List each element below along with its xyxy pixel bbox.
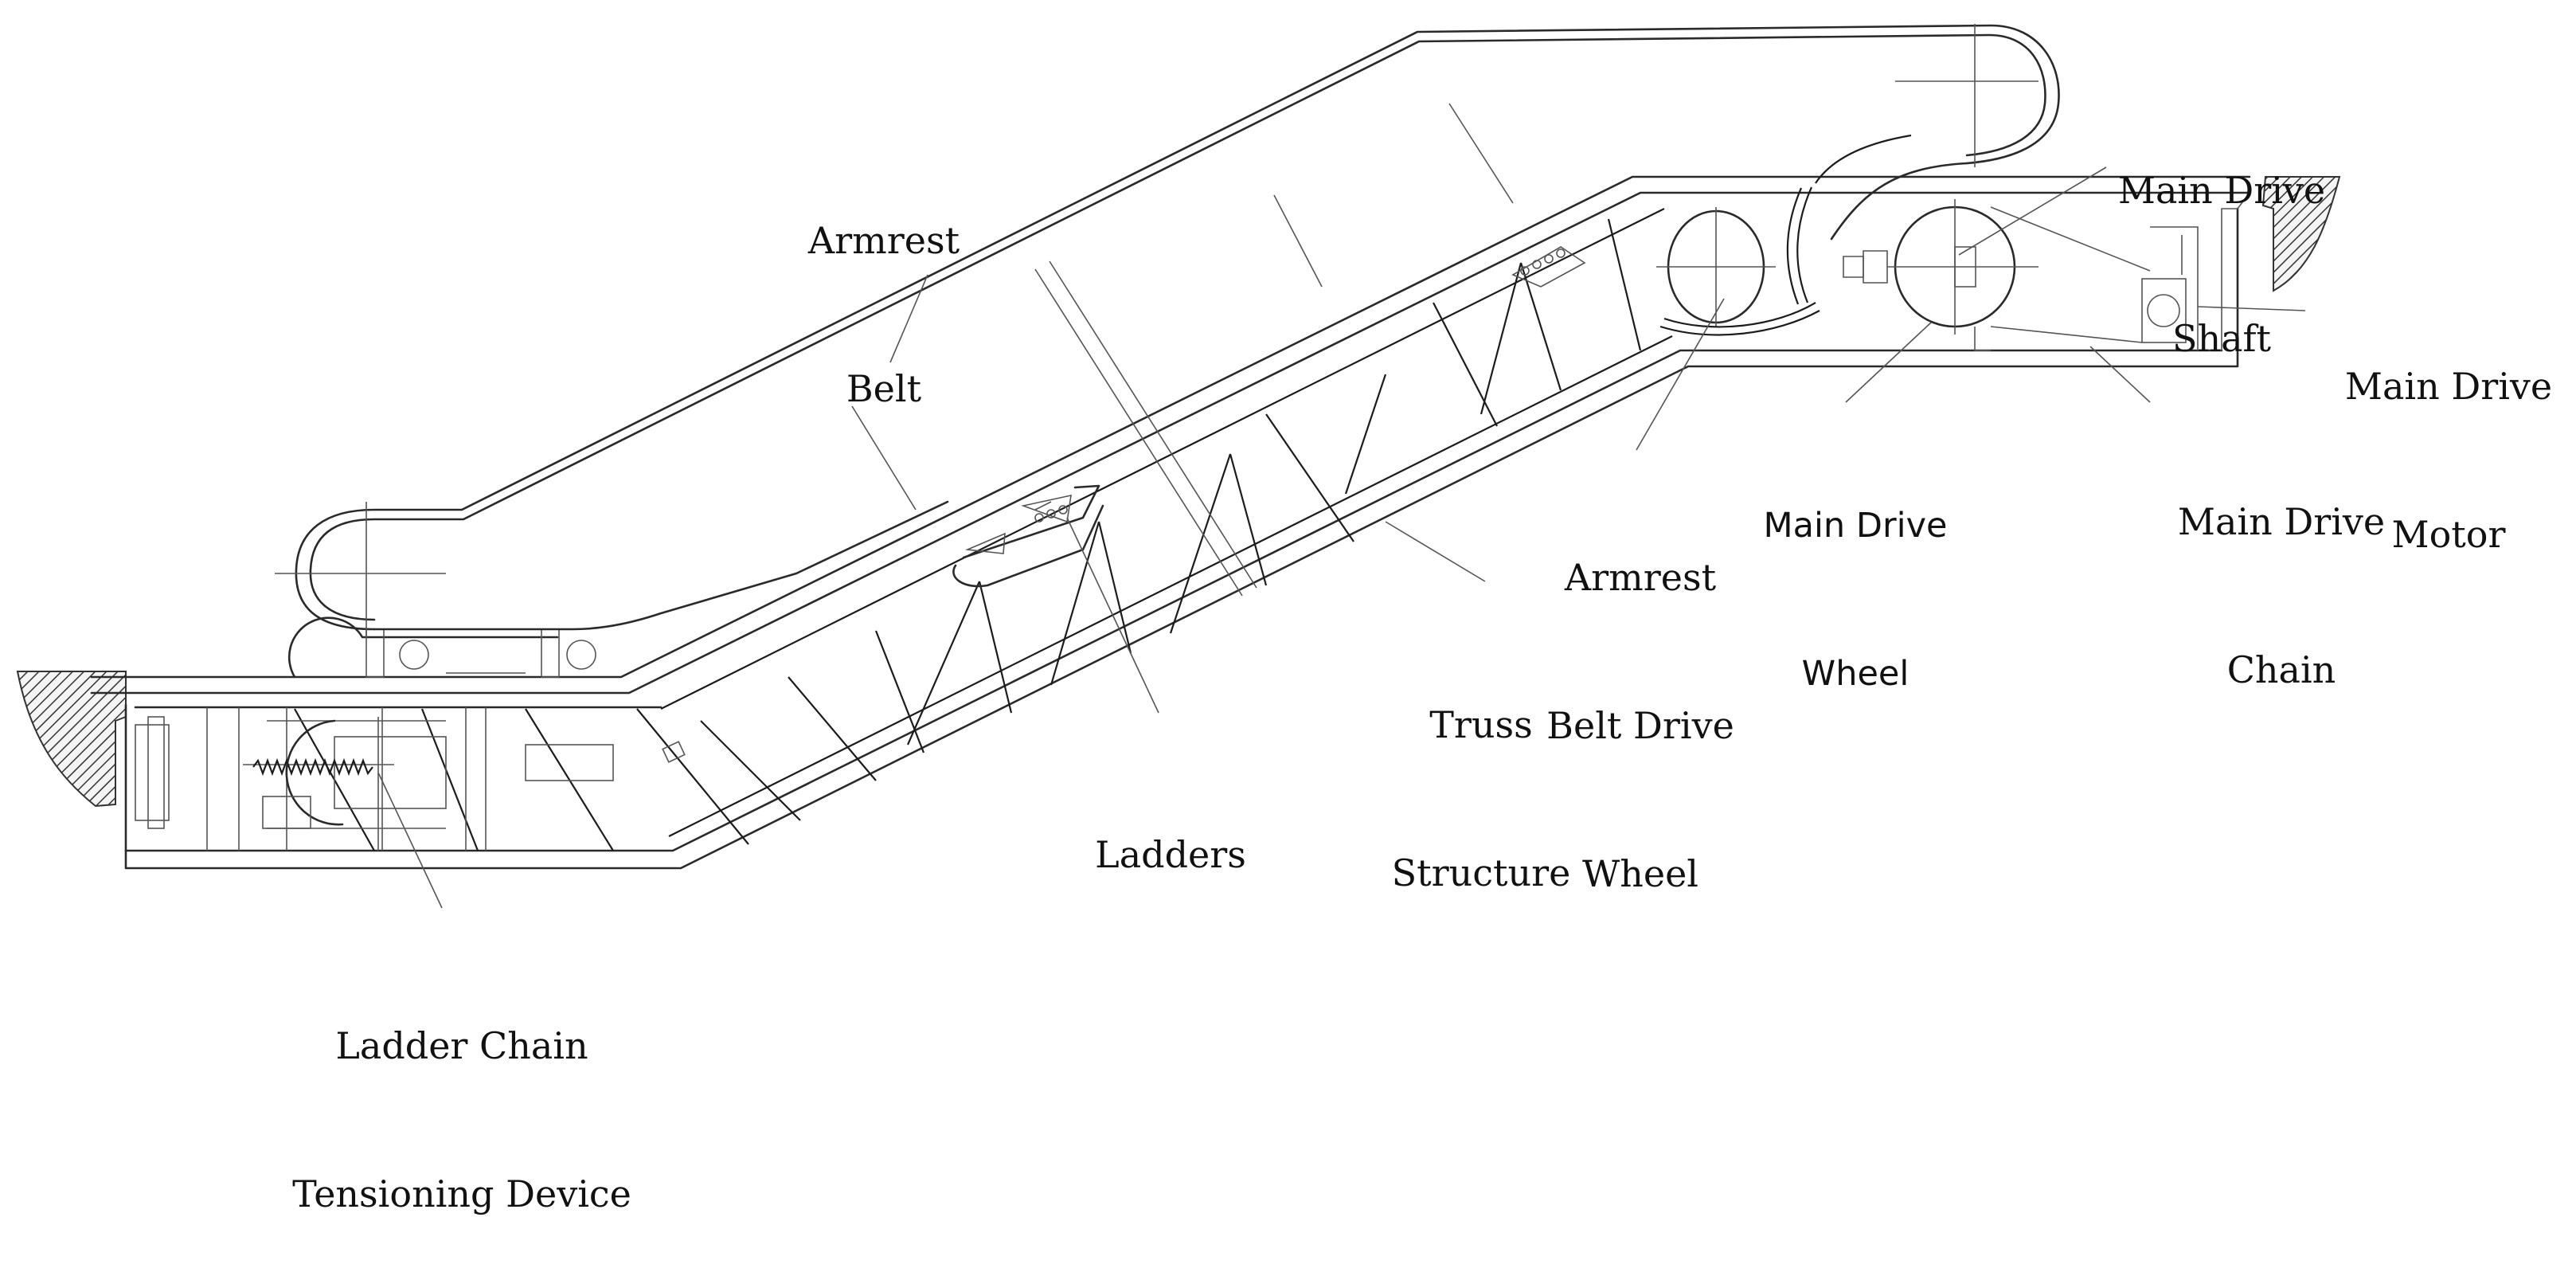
label-main-drive-motor: Main Drive Motor: [2344, 365, 2553, 556]
armrest-belt-drive-wheel: [1656, 207, 1776, 327]
label-main-drive-wheel: Main Drive Wheel: [1763, 506, 1948, 694]
truss-structure: [294, 208, 1673, 851]
label-truss-structure: Truss Structure: [1391, 703, 1571, 894]
leader-lines: [377, 166, 2306, 909]
upper-steps: [1511, 246, 1586, 288]
lower-floor-slab: [16, 671, 127, 808]
escalator-diagram: [16, 24, 2341, 909]
truss-outline: [90, 175, 2251, 870]
upper-floor-slab: [2261, 176, 2341, 292]
label-armrest-belt: Armrest Belt: [807, 219, 960, 410]
lower-newel: [287, 616, 596, 679]
label-ladder-chain-tensioning-device: Ladder Chain Tensioning Device: [292, 1024, 631, 1215]
ladders: [952, 484, 1104, 588]
armrest-belt: [275, 24, 2060, 637]
lower-machine-room: [135, 707, 686, 851]
label-main-drive-shaft: Main Drive Shaft: [2117, 169, 2326, 360]
label-main-drive-chain: Main Drive Chain: [2177, 500, 2386, 691]
main-drive-chain-loop: [1659, 134, 1912, 336]
label-ladders: Ladders: [1095, 833, 1246, 876]
main-drive-motor: [1974, 206, 2199, 351]
label-armrest-belt-drive-wheel: Armrest Belt Drive Wheel: [1546, 556, 1734, 895]
main-drive-wheel: [1843, 199, 2039, 335]
ladder-guide-lines: [1034, 260, 1257, 597]
